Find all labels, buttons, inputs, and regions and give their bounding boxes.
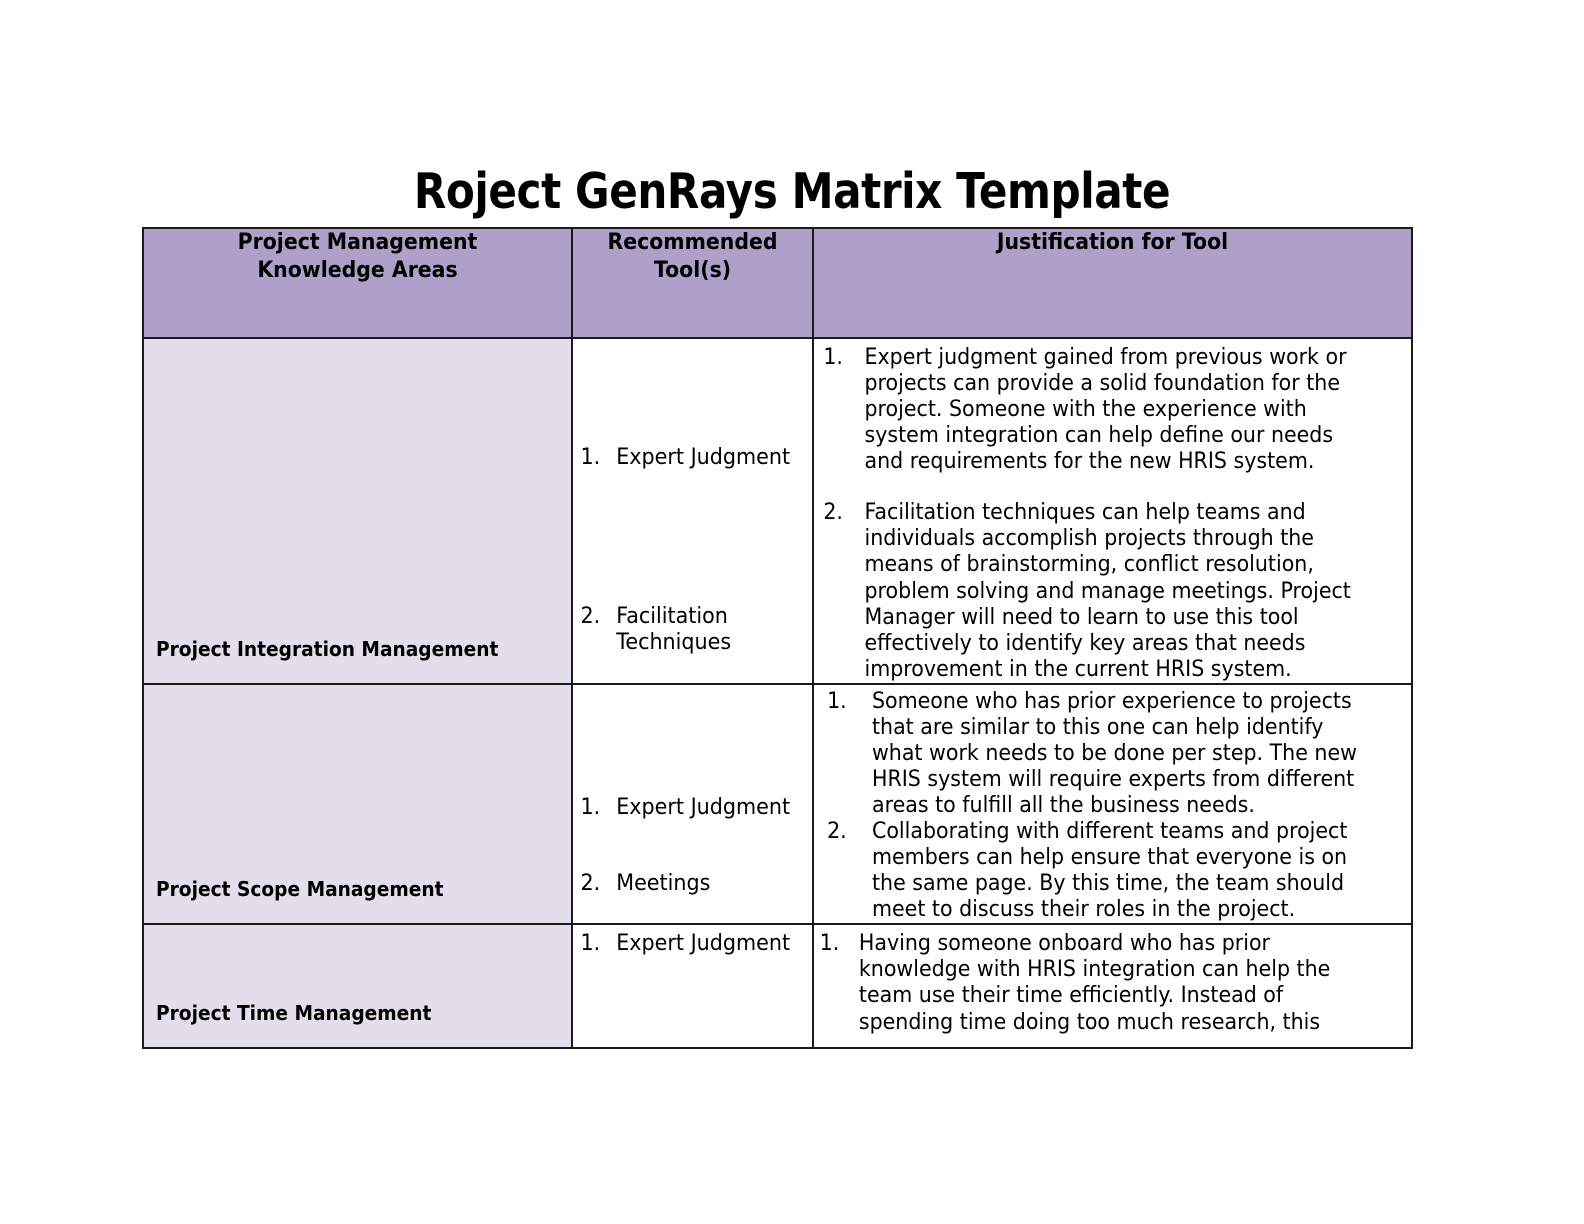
list-item: 2. Facilitation Techniques [573,604,798,656]
justification-text: Collaborating with different teams and p… [871,819,1348,923]
knowledge-area-cell: Project Scope Management [142,682,573,926]
table-row: Project Time Management 1. Expert Judgme… [142,923,1413,1050]
justification-list: 1. Expert judgment gained from previous … [815,345,1405,682]
justification-cell: 1. Expert judgment gained from previous … [812,337,1413,685]
list-marker: 2. [580,603,601,629]
column-header-justification: Justification for Tool [812,227,1413,339]
list-item: 2. Meetings [573,871,798,897]
list-marker: 1. [580,794,601,820]
justification-list: 1. Someone who has prior experience to p… [815,688,1405,923]
knowledge-area-label: Project Scope Management [156,877,444,902]
list-item: 1. Expert Judgment [573,931,798,957]
list-item: 1. Expert Judgment [573,795,798,821]
list-item: 1. Expert judgment gained from previous … [815,345,1367,475]
list-item: 1. Someone who has prior experience to p… [815,688,1367,819]
justification-list: 1. Having someone onboard who has prior … [815,931,1405,1035]
knowledge-areas-line-1: Project Management [237,230,478,255]
list-item: 2. Facilitation techniques can help team… [815,500,1367,682]
table-header: Project Management Knowledge Areas Recom… [142,227,1413,339]
tool-list: 1. Expert Judgment 2. Facilitation Techn… [573,445,812,656]
knowledge-areas-line-2: Knowledge Areas [257,258,458,284]
tool-list: 1. Expert Judgment 2. Meetings [573,795,812,897]
recommended-tools-cell: 1. Expert Judgment [571,923,814,1050]
tool-label: Facilitation Techniques [616,603,732,655]
column-header-recommended-tools: Recommended Tool(s) [571,227,814,339]
list-marker: 2. [827,819,847,845]
page-title: Roject GenRays Matrix Template [413,162,1171,220]
list-marker: 1. [823,345,843,370]
recommended-tools-line-2: Tool(s) [653,258,732,284]
knowledge-area-cell: Project Time Management [142,923,573,1050]
tool-label: Expert Judgment [616,931,791,957]
list-marker: 1. [819,931,840,957]
list-item: 1. Having someone onboard who has prior … [815,931,1367,1035]
justification-cell: 1. Someone who has prior experience to p… [812,682,1413,926]
table-body: Project Integration Management 1. Expert… [142,337,1413,1050]
justification-header-label: Justification for Tool [996,230,1229,255]
header-row: Project Management Knowledge Areas Recom… [142,227,1413,339]
recommended-tools-cell: 1. Expert Judgment 2. Meetings [571,682,814,926]
recommended-tools-cell: 1. Expert Judgment 2. Facilitation Techn… [571,337,814,685]
knowledge-area-label: Project Time Management [156,1001,432,1026]
justification-cell: 1. Having someone onboard who has prior … [812,923,1413,1050]
list-marker: 1. [580,931,601,957]
tool-list: 1. Expert Judgment [573,931,812,957]
table-row: Project Integration Management 1. Expert… [142,337,1413,685]
list-item: 1. Expert Judgment [573,445,798,471]
list-marker: 2. [580,870,601,896]
list-item: 2. Collaborating with different teams an… [815,819,1367,923]
recommended-tools-line-1: Recommended [607,230,778,255]
matrix-table: Project Management Knowledge Areas Recom… [142,227,1413,1050]
tool-label: Meetings [616,870,711,896]
justification-text: Someone who has prior experience to proj… [871,688,1357,818]
list-marker: 2. [823,500,843,526]
justification-text: Expert judgment gained from previous wor… [864,345,1347,475]
list-marker: 1. [580,445,601,470]
list-marker: 1. [827,688,847,714]
table-row: Project Scope Management 1. Expert Judgm… [142,682,1413,926]
tool-label: Expert Judgment [616,445,791,470]
justification-text: Facilitation techniques can help teams a… [864,500,1351,682]
knowledge-area-cell: Project Integration Management [142,337,573,685]
tool-label: Expert Judgment [616,794,791,820]
column-header-knowledge-areas: Project Management Knowledge Areas [142,227,573,339]
knowledge-area-label: Project Integration Management [156,636,499,661]
justification-text: Having someone onboard who has prior kno… [858,931,1331,1035]
